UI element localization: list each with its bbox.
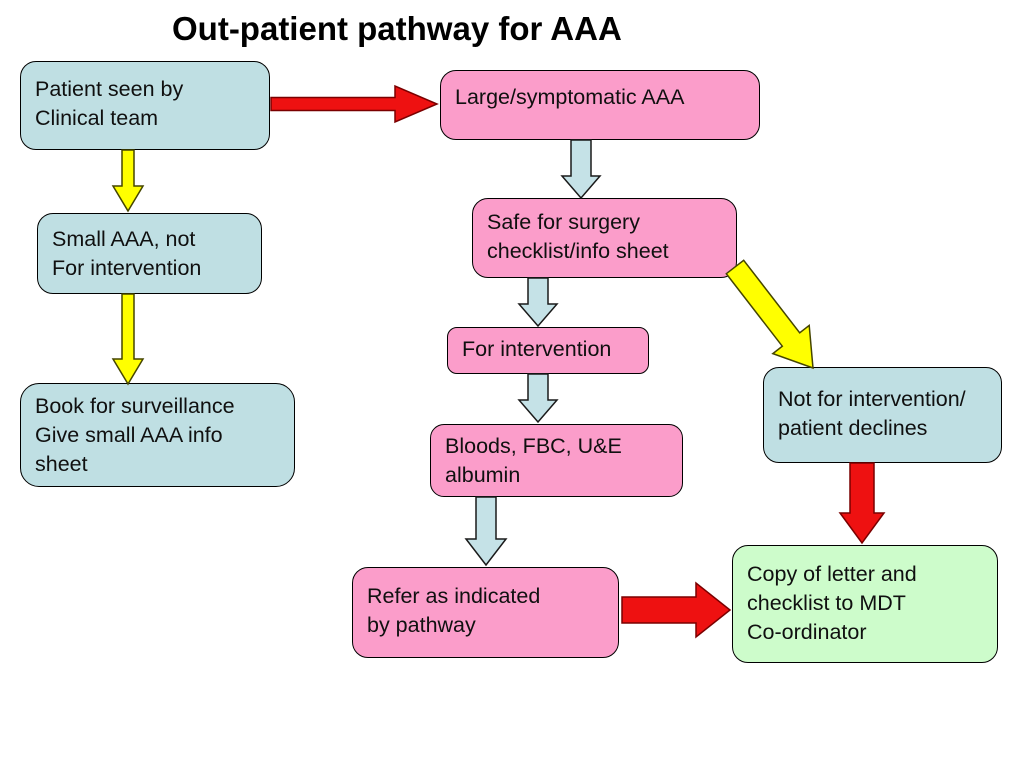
arrow-safe-to-notint — [725, 259, 814, 370]
flow-node-bloods: Bloods, FBC, U&E albumin — [430, 424, 683, 497]
arrow-patient-to-small — [111, 149, 145, 213]
flow-node-large-symptomatic: Large/symptomatic AAA — [440, 70, 760, 140]
arrow-forint-to-bloods — [517, 373, 559, 424]
flow-node-book-surveillance: Book for surveillance Give small AAA inf… — [20, 383, 295, 487]
page-title: Out-patient pathway for AAA — [172, 10, 622, 47]
flow-node-refer: Refer as indicated by pathway — [352, 567, 619, 658]
flow-node-for-intervention: For intervention — [447, 327, 649, 374]
flow-node-safe-surgery: Safe for surgery checklist/info sheet — [472, 198, 737, 278]
flow-node-small-aaa: Small AAA, not For intervention — [37, 213, 262, 294]
arrow-refer-to-copy — [621, 581, 732, 639]
arrow-bloods-to-refer — [464, 496, 508, 567]
arrow-safe-to-forint — [517, 277, 559, 328]
flow-node-patient-seen: Patient seen by Clinical team — [20, 61, 270, 150]
flow-node-copy-letter: Copy of letter and checklist to MDT Co-o… — [732, 545, 998, 663]
arrow-large-to-safe — [560, 139, 602, 200]
flow-node-not-intervention: Not for intervention/ patient declines — [763, 367, 1002, 463]
arrow-small-to-book — [111, 293, 145, 386]
arrow-patient-to-large — [270, 84, 439, 124]
arrow-notint-to-copy — [838, 462, 886, 545]
